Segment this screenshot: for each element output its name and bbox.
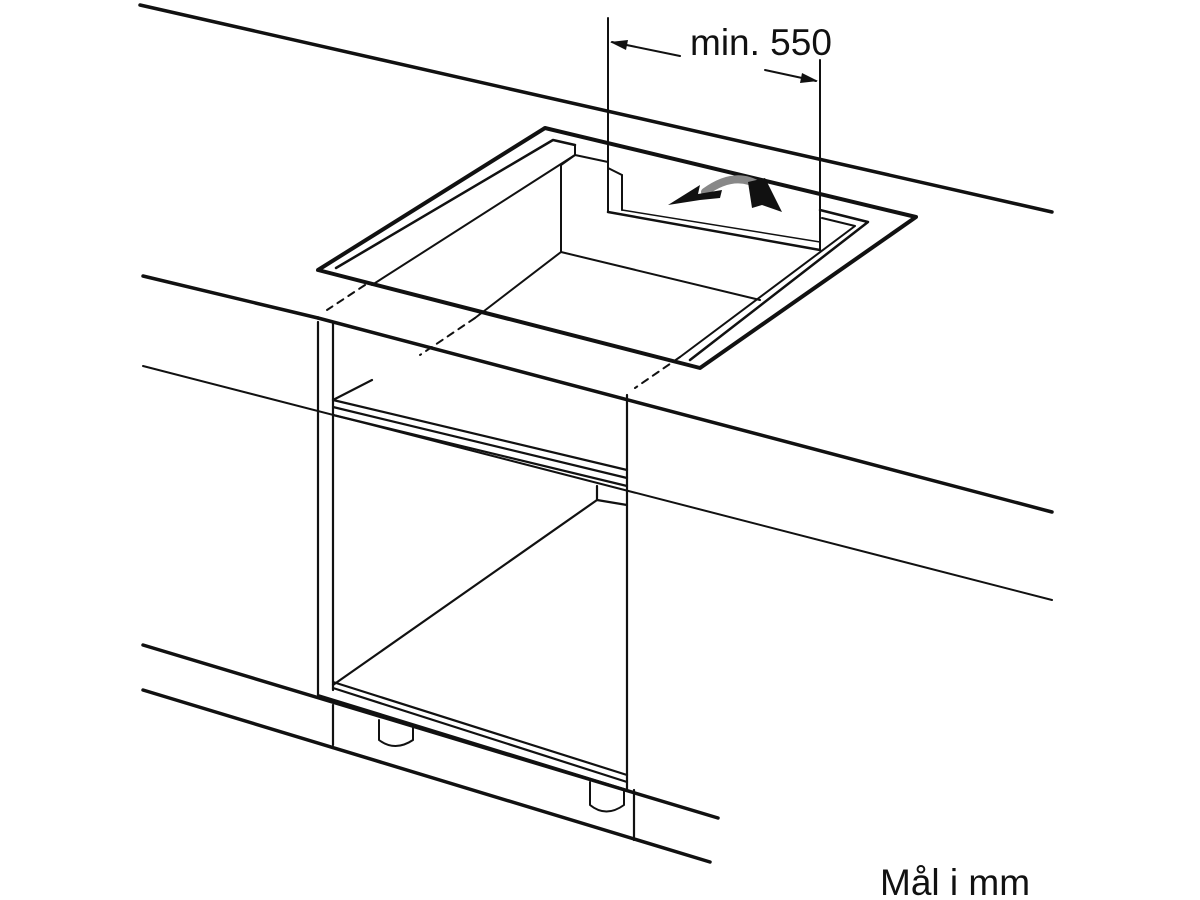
min-dimension-label: min. 550 bbox=[690, 22, 832, 63]
plinth bbox=[141, 643, 720, 864]
countertop bbox=[138, 3, 1054, 601]
adjust-arrow-icon bbox=[668, 175, 782, 212]
cabinet bbox=[316, 320, 636, 842]
cabinet-feet bbox=[378, 719, 625, 813]
dimension-arrow-right-icon bbox=[800, 73, 818, 83]
cutout bbox=[316, 126, 918, 370]
hidden-lines bbox=[326, 284, 681, 389]
units-note: Mål i mm bbox=[880, 862, 1031, 900]
dimension-arrow-left-icon bbox=[610, 40, 628, 50]
